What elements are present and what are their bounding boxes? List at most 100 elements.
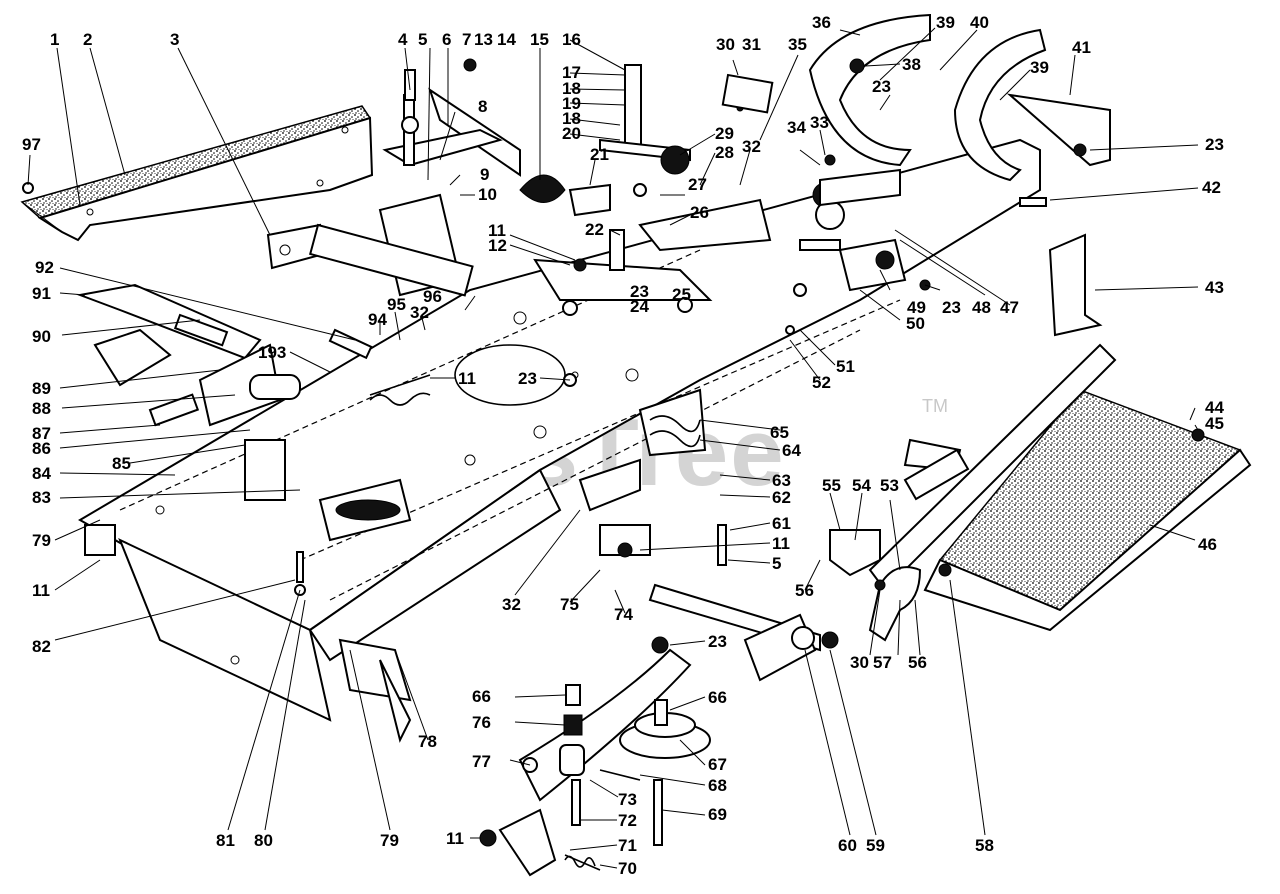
callout-18b: 18 (562, 109, 581, 128)
hardware-parts (22, 58, 1087, 596)
callout-65: 65 (770, 423, 789, 442)
callout-74: 74 (614, 605, 633, 624)
callout-23f: 23 (708, 632, 727, 651)
callout-82: 82 (32, 637, 51, 656)
lower-axle-part (578, 458, 922, 682)
callout-labels: 1 2 3 4 5 6 7 13 14 15 16 17 18 19 18 20… (22, 13, 1224, 878)
callout-77: 77 (472, 752, 491, 771)
callout-8: 8 (478, 97, 487, 116)
callout-56a: 56 (795, 581, 814, 600)
callout-71: 71 (618, 836, 637, 855)
callout-43: 43 (1205, 278, 1224, 297)
callout-20: 20 (562, 124, 581, 143)
callout-40: 40 (970, 13, 989, 32)
watermark-trademark: TM (922, 396, 948, 416)
callout-73: 73 (618, 790, 637, 809)
steering-link-part (799, 238, 907, 292)
callout-31: 31 (742, 35, 761, 54)
callout-17: 17 (562, 63, 581, 82)
callout-6: 6 (442, 30, 451, 49)
callout-68: 68 (708, 776, 727, 795)
callout-33: 33 (810, 113, 829, 132)
callout-9: 9 (480, 165, 489, 184)
tension-spring-part (638, 388, 707, 457)
callout-1: 1 (50, 30, 59, 49)
callout-72: 72 (618, 811, 637, 830)
callout-16: 16 (562, 30, 581, 49)
callout-11d: 11 (32, 581, 50, 600)
callout-75: 75 (560, 595, 579, 614)
callout-76: 76 (472, 713, 491, 732)
callout-58: 58 (975, 836, 994, 855)
callout-27: 27 (688, 175, 707, 194)
callout-87: 87 (32, 424, 51, 443)
callout-79b: 79 (380, 831, 399, 850)
callout-78: 78 (418, 732, 437, 751)
idler-arm-part (479, 636, 711, 877)
callout-4: 4 (398, 30, 408, 49)
callout-80: 80 (254, 831, 273, 850)
callout-39a: 39 (936, 13, 955, 32)
callout-18a: 18 (562, 79, 581, 98)
callout-25: 25 (672, 285, 691, 304)
callout-12: 12 (488, 236, 507, 255)
callout-35: 35 (788, 35, 807, 54)
callout-23c: 23 (630, 282, 649, 301)
callout-21: 21 (590, 145, 609, 164)
callout-11b: 11 (458, 369, 476, 388)
callout-29: 29 (715, 124, 734, 143)
callout-13: 13 (474, 30, 493, 49)
callout-47: 47 (1000, 298, 1019, 317)
callout-45: 45 (1205, 414, 1224, 433)
callout-2: 2 (83, 30, 92, 49)
callout-7: 7 (462, 30, 471, 49)
callout-5: 5 (418, 30, 427, 49)
callout-97: 97 (22, 135, 41, 154)
callout-5b: 5 (772, 554, 781, 573)
callout-3: 3 (170, 30, 179, 49)
callout-23b: 23 (872, 77, 891, 96)
callout-61: 61 (772, 514, 791, 533)
callout-85: 85 (112, 454, 131, 473)
callout-36: 36 (812, 13, 831, 32)
callout-63: 63 (772, 471, 791, 490)
callout-32b: 32 (410, 303, 429, 322)
callout-62: 62 (772, 488, 791, 507)
callout-34: 34 (787, 118, 806, 137)
callout-22: 22 (585, 220, 604, 239)
callout-81: 81 (216, 831, 235, 850)
callout-69: 69 (708, 805, 727, 824)
main-chassis-part (78, 138, 1041, 722)
callout-84: 84 (32, 464, 51, 483)
callout-46: 46 (1198, 535, 1217, 554)
callout-48: 48 (972, 298, 991, 317)
callout-70: 70 (618, 859, 637, 878)
callout-28: 28 (715, 143, 734, 162)
callout-15: 15 (530, 30, 549, 49)
callout-96: 96 (423, 287, 442, 306)
callout-90: 90 (32, 327, 51, 346)
callout-92: 92 (35, 258, 54, 277)
callout-26: 26 (690, 203, 709, 222)
callout-19: 19 (562, 94, 581, 113)
lower-housing-part (84, 478, 412, 743)
callout-51: 51 (836, 357, 855, 376)
callout-39b: 39 (1030, 58, 1049, 77)
callout-83: 83 (32, 488, 51, 507)
callout-59: 59 (866, 836, 885, 855)
callout-44: 44 (1205, 398, 1224, 417)
callout-11a: 11 (488, 221, 506, 240)
callout-53: 53 (880, 476, 899, 495)
callout-14: 14 (497, 30, 516, 49)
callout-88: 88 (32, 399, 51, 418)
callout-23a: 23 (1205, 135, 1224, 154)
callout-41: 41 (1072, 38, 1091, 57)
callout-94: 94 (368, 310, 387, 329)
callout-79a: 79 (32, 531, 51, 550)
callout-54: 54 (852, 476, 871, 495)
callout-49: 49 (907, 298, 926, 317)
callout-32c: 32 (502, 595, 521, 614)
callout-11c: 11 (772, 534, 790, 553)
left-fender-part (20, 105, 374, 242)
